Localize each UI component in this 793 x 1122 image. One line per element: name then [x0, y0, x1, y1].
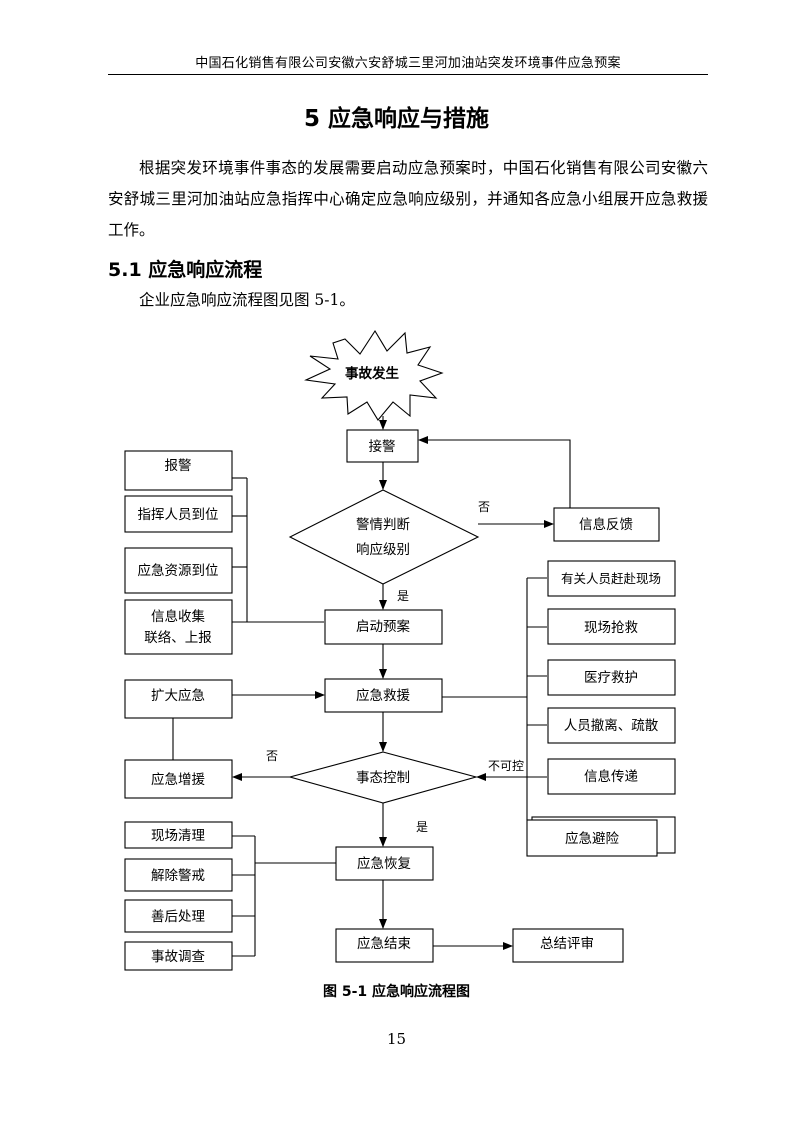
left-label-investigation: 事故调查: [151, 949, 205, 965]
page-header: 中国石化销售有限公司安徽六安舒城三里河加油站突发环境事件应急预案: [195, 56, 621, 71]
header-rule: [108, 74, 708, 75]
right-label-shelter: 应急避险: [565, 830, 619, 847]
right-label-evacuation: 人员撤离、疏散: [564, 717, 659, 734]
figure-caption: 图 5-1 应急响应流程图: [322, 984, 471, 1000]
accident-burst-shape: [304, 329, 444, 421]
right-label-rush: 有关人员赶赴现场: [561, 571, 661, 586]
left-label-info-collect-line2: 联络、上报: [144, 630, 212, 646]
receive-alarm-label: 接警: [369, 438, 396, 455]
no-label-judge: 否: [478, 500, 490, 514]
reinforce-label: 应急增援: [151, 771, 205, 788]
left-label-resources: 应急资源到位: [138, 562, 219, 579]
right-box-shelter: [526, 819, 658, 857]
figure-reference-text: 企业应急响应流程图见图 5-1。: [139, 291, 355, 309]
review-label: 总结评审: [540, 936, 594, 952]
judge-label-line2: 响应级别: [356, 541, 410, 558]
feedback-label: 信息反馈: [579, 516, 633, 533]
judge-diamond: [288, 489, 480, 585]
feedback-box: [553, 507, 660, 542]
section-heading: 5.1 应急响应流程: [108, 259, 263, 281]
left-label-lift-alert: 解除警戒: [151, 868, 205, 884]
right-label-medical: 医疗救护: [584, 670, 638, 686]
right-box-evacuation: [547, 707, 676, 744]
judge-label-line1: 警情判断: [356, 517, 410, 533]
right-label-onsite-rescue: 现场抢救: [584, 619, 638, 636]
right-box-rush: [547, 560, 676, 597]
left-label-info-collect-line1: 信息收集: [151, 608, 205, 625]
expand-label: 扩大应急: [151, 687, 205, 704]
left-box-cleanup: [124, 821, 233, 849]
start-plan-label: 启动预案: [356, 618, 410, 635]
yes-label-control: 是: [416, 820, 428, 834]
control-label: 事态控制: [356, 770, 410, 786]
left-box-alarm: [124, 450, 233, 491]
no-label-control: 否: [266, 749, 278, 763]
start-label: 事故发生: [345, 365, 399, 382]
left-box-resources: [124, 547, 233, 594]
right-box-medical: [547, 659, 676, 696]
left-label-alarm: 报警: [165, 458, 192, 474]
left-box-info-collect: [124, 599, 233, 655]
right-box-info-transfer: [547, 758, 676, 795]
left-box-commander: [124, 495, 233, 533]
review-box: [512, 928, 624, 963]
recovery-label: 应急恢复: [357, 855, 411, 872]
left-label-cleanup: 现场清理: [151, 828, 205, 844]
intro-paragraph: 根据突发环境事件事态的发展需要启动应急预案时，中国石化销售有限公司安徽六安舒城三…: [108, 159, 708, 239]
chapter-title: 5 应急响应与措施: [303, 106, 489, 132]
rescue-label: 应急救援: [356, 687, 410, 704]
expand-box: [124, 679, 233, 719]
left-label-commander: 指挥人员到位: [138, 507, 219, 523]
right-label-info-transfer: 信息传递: [584, 768, 638, 785]
yes-label-judge: 是: [397, 589, 409, 603]
end-label: 应急结束: [357, 935, 411, 952]
uncontrollable-label: 不可控: [488, 759, 524, 773]
right-box-onsite-rescue: [547, 608, 676, 645]
left-label-aftermath: 善后处理: [151, 909, 205, 925]
page-number: 15: [386, 1030, 407, 1048]
